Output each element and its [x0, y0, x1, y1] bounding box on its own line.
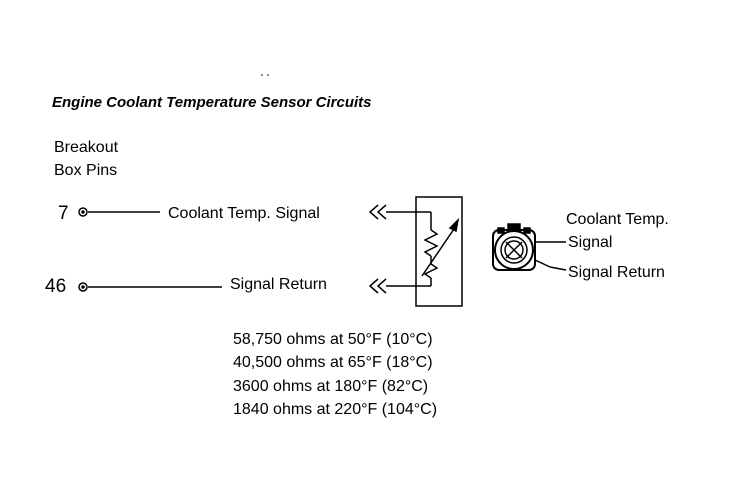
- connector-label-line2: Signal: [568, 234, 613, 251]
- pin-46-terminal-icon: [78, 282, 88, 292]
- pin-46-number: 46: [45, 276, 67, 297]
- connector-return-label: Signal Return: [568, 264, 665, 281]
- resistance-spec-2: 40,500 ohms at 65°F (18°C): [233, 354, 433, 371]
- resistance-spec-3: 3600 ohms at 180°F (82°C): [233, 378, 429, 395]
- signal-return-label: Signal Return: [230, 276, 327, 293]
- pin-7-number: 7: [58, 203, 69, 224]
- breakout-header-line1: Breakout: [54, 139, 119, 156]
- sensor-connector-icon: [492, 223, 536, 271]
- thermistor-icon: [423, 229, 439, 257]
- sensor-box: [415, 196, 463, 307]
- return-connector-icon: [368, 278, 379, 294]
- pin-7-terminal-icon: [78, 207, 88, 217]
- coolant-temp-signal-label: Coolant Temp. Signal: [168, 205, 320, 222]
- connector-label-line1: Coolant Temp.: [566, 211, 669, 228]
- signal-connector-icon: [368, 204, 379, 220]
- breakout-header-line2: Box Pins: [54, 162, 118, 179]
- resistance-spec-4: 1840 ohms at 220°F (104°C): [233, 401, 438, 418]
- resistance-spec-1: 58,750 ohms at 50°F (10°C): [233, 331, 433, 348]
- diagram-title: Engine Coolant Temperature Sensor Circui…: [52, 94, 372, 111]
